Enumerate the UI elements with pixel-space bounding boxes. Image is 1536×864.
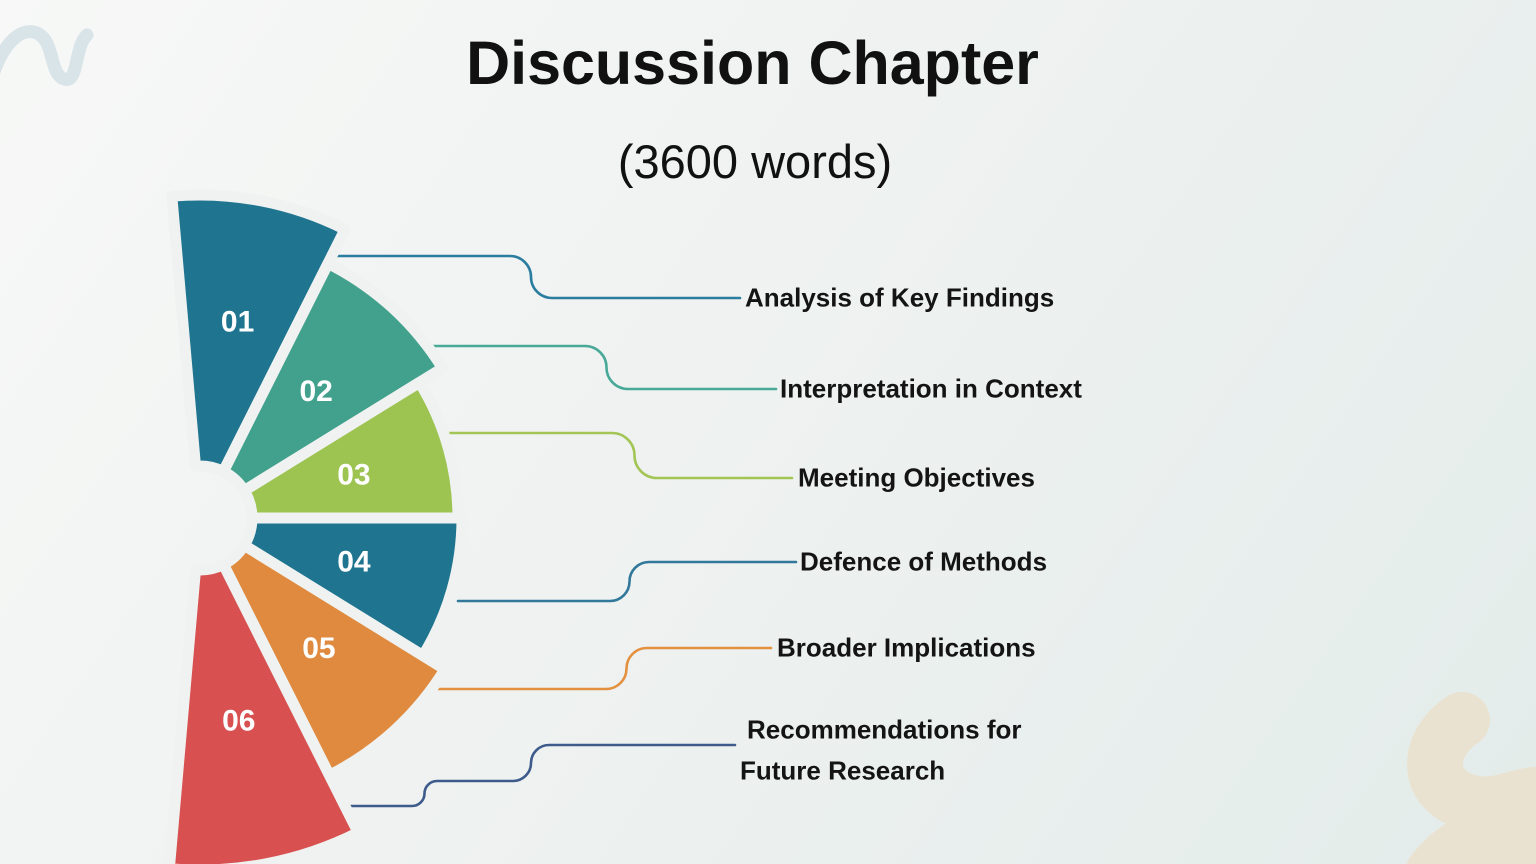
segment-number-05: 05 (302, 632, 335, 665)
slide-subtitle: (3600 words) (617, 135, 893, 188)
connector-line-03 (446, 431, 794, 480)
segment-label-6-line1: Recommendations for (747, 714, 1022, 745)
segment-number-04: 04 (337, 546, 371, 579)
connector-line-06 (324, 743, 737, 808)
squiggle-decoration (0, 25, 94, 86)
connector-line-04 (456, 560, 798, 603)
connector-line-01 (320, 254, 742, 300)
segment-label-4: Defence of Methods (800, 546, 1048, 577)
blob-decoration-lower (1406, 805, 1536, 864)
connector-line-02 (418, 344, 778, 391)
segment-label-3: Meeting Objectives (798, 462, 1035, 493)
connector-line-05 (428, 646, 773, 691)
segment-number-06: 06 (222, 704, 255, 737)
fan-segment-05 (217, 539, 451, 781)
fan-segment-01 (166, 189, 351, 477)
fan-segment-04 (238, 512, 468, 662)
segment-label-2: Interpretation in Context (780, 373, 1082, 404)
segment-number-03: 03 (337, 458, 370, 491)
fan-segment-03 (238, 376, 464, 524)
segment-label-5: Broader Implications (777, 632, 1036, 663)
fan-segment-02 (217, 257, 448, 497)
fan-segment-06 (164, 559, 364, 864)
segment-label-1: Analysis of Key Findings (745, 282, 1055, 313)
segment-number-01: 01 (221, 306, 254, 339)
segment-label-6-line2: Future Research (740, 755, 946, 786)
blob-decoration (1407, 692, 1536, 833)
segment-number-02: 02 (300, 375, 333, 408)
slide-title: Discussion Chapter (466, 29, 1039, 97)
